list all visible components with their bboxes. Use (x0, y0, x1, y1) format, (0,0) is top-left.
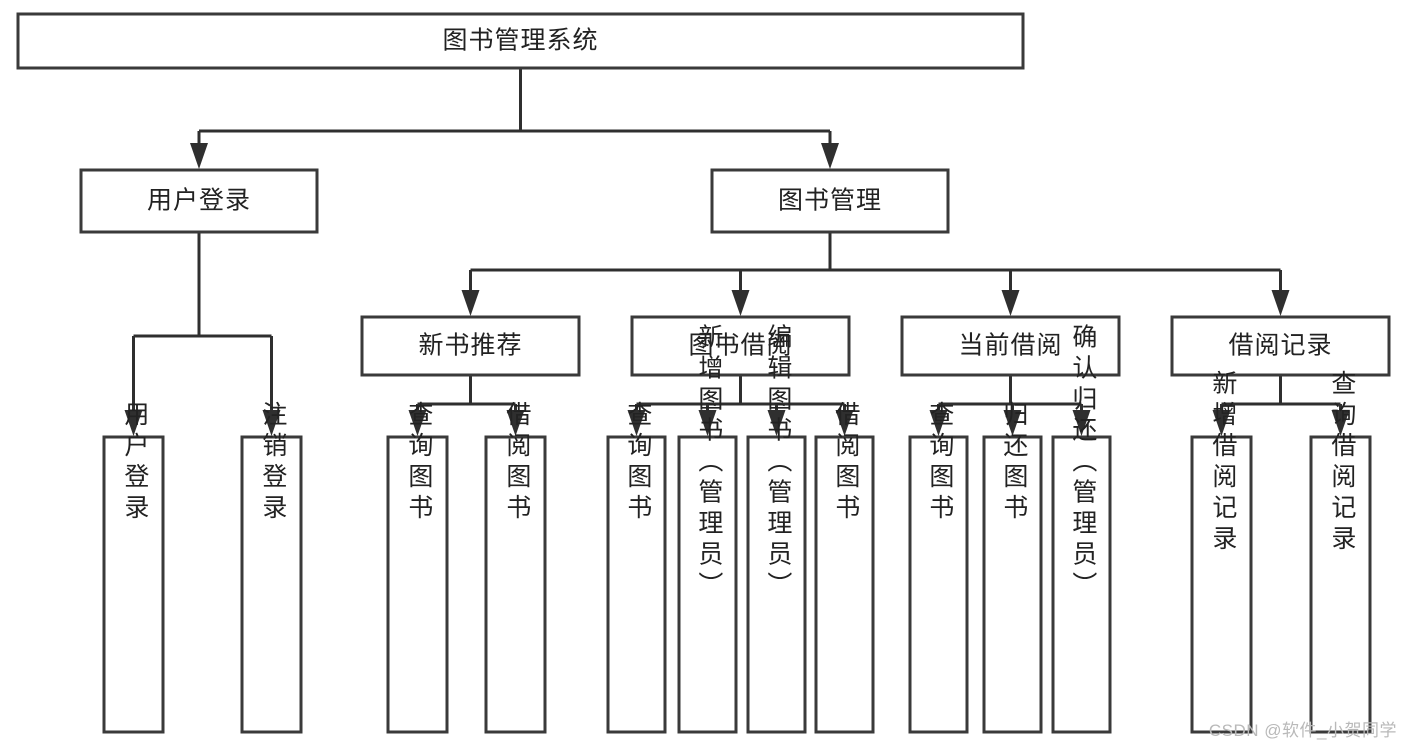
node-leaf-user-login[interactable]: 用户登录 (102, 401, 165, 734)
connector-group-root (190, 68, 839, 169)
arrow-head-icon (821, 143, 839, 169)
node-leaf-query-book-1[interactable]: 查询图书 (386, 401, 449, 734)
node-label-user-login: 用户登录 (147, 187, 251, 215)
node-label-leaf-query-book-3: 查询图书 (926, 401, 955, 525)
arrow-head-icon (698, 410, 717, 436)
arrow-head-icon (408, 410, 427, 436)
arrow-head-icon (1331, 410, 1350, 436)
node-label-leaf-borrow-book-2: 借阅图书 (832, 401, 861, 525)
arrow-head-icon (1072, 410, 1091, 436)
node-root[interactable]: 图书管理系统 (16, 12, 1025, 70)
node-box-leaf-query-book-2[interactable] (606, 435, 667, 734)
node-box-leaf-return-book[interactable] (982, 435, 1043, 734)
node-leaf-borrow-book-2[interactable]: 借阅图书 (814, 401, 875, 734)
arrow-head-icon (461, 290, 480, 316)
arrow-head-icon (731, 290, 750, 316)
node-label-borrow-record: 借阅记录 (1228, 332, 1332, 360)
node-box-new-book-rec[interactable] (360, 315, 581, 377)
node-label-leaf-return-book: 归还图书 (1000, 401, 1029, 525)
node-label-leaf-edit-book: 编辑图书（管理员） (764, 324, 793, 603)
node-box-current-borrow[interactable] (900, 315, 1121, 377)
node-leaf-query-record[interactable]: 查询借阅记录 (1309, 370, 1372, 734)
arrow-head-icon (767, 410, 786, 436)
node-label-leaf-confirm-return: 确认归还（管理员） (1069, 324, 1098, 603)
node-box-leaf-query-record[interactable] (1309, 435, 1372, 734)
node-leaf-query-book-2[interactable]: 查询图书 (606, 401, 667, 734)
node-box-root[interactable] (16, 12, 1025, 70)
node-label-current-borrow: 当前借阅 (958, 332, 1062, 360)
node-label-book-manage: 图书管理 (778, 187, 882, 215)
node-leaf-add-book[interactable]: 新增图书（管理员） (677, 324, 738, 734)
node-label-leaf-query-book-1: 查询图书 (405, 401, 434, 525)
node-label-root: 图书管理系统 (442, 27, 598, 55)
node-box-book-manage[interactable] (710, 168, 950, 234)
node-layer: 图书管理系统用户登录图书管理新书推荐图书借阅当前借阅借阅记录用户登录注销登录查询… (16, 12, 1391, 734)
node-box-leaf-edit-book[interactable] (746, 435, 807, 734)
node-label-leaf-query-book-2: 查询图书 (624, 401, 653, 525)
arrow-head-icon (262, 410, 281, 436)
node-leaf-add-record[interactable]: 新增借阅记录 (1190, 370, 1253, 734)
node-box-leaf-confirm-return[interactable] (1051, 435, 1112, 734)
node-user-login[interactable]: 用户登录 (79, 168, 319, 234)
arrow-head-icon (124, 410, 143, 436)
arrow-head-icon (1271, 290, 1290, 316)
connector-group-user-login (124, 232, 281, 436)
node-label-leaf-add-record: 新增借阅记录 (1209, 370, 1238, 556)
arrow-head-icon (1003, 410, 1022, 436)
node-leaf-query-book-3[interactable]: 查询图书 (908, 401, 969, 734)
arrow-head-icon (627, 410, 646, 436)
node-new-book-rec[interactable]: 新书推荐 (360, 315, 581, 377)
node-label-new-book-rec: 新书推荐 (418, 332, 522, 360)
watermark-label: CSDN @软件_小贺同学 (1208, 721, 1397, 740)
node-box-leaf-add-book[interactable] (677, 435, 738, 734)
connector-group-book-borrow (627, 375, 854, 436)
arrow-head-icon (1212, 410, 1231, 436)
connector-group-book-manage (461, 232, 1290, 316)
connector-group-new-book-rec (408, 375, 525, 436)
node-leaf-borrow-book-1[interactable]: 借阅图书 (484, 401, 547, 734)
node-box-borrow-record[interactable] (1170, 315, 1391, 377)
node-box-leaf-query-book-1[interactable] (386, 435, 449, 734)
node-label-leaf-user-login: 用户登录 (121, 401, 150, 525)
node-book-manage[interactable]: 图书管理 (710, 168, 950, 234)
node-borrow-record[interactable]: 借阅记录 (1170, 315, 1391, 377)
node-leaf-logout[interactable]: 注销登录 (240, 401, 303, 734)
connector-group-borrow-record (1212, 375, 1350, 436)
node-label-leaf-logout: 注销登录 (259, 401, 288, 525)
arrow-head-icon (929, 410, 948, 436)
node-leaf-edit-book[interactable]: 编辑图书（管理员） (746, 324, 807, 734)
connector-layer (124, 68, 1350, 436)
node-box-leaf-user-login[interactable] (102, 435, 165, 734)
node-box-leaf-borrow-book-1[interactable] (484, 435, 547, 734)
connector-group-current-borrow (929, 375, 1091, 436)
node-box-leaf-logout[interactable] (240, 435, 303, 734)
arrow-head-icon (190, 143, 208, 169)
arrow-head-icon (835, 410, 854, 436)
node-box-leaf-borrow-book-2[interactable] (814, 435, 875, 734)
node-box-book-borrow[interactable] (630, 315, 851, 377)
node-box-leaf-query-book-3[interactable] (908, 435, 969, 734)
node-leaf-confirm-return[interactable]: 确认归还（管理员） (1051, 324, 1112, 734)
node-book-borrow[interactable]: 图书借阅 (630, 315, 851, 377)
node-label-leaf-borrow-book-1: 借阅图书 (503, 401, 532, 525)
node-label-book-borrow: 图书借阅 (688, 332, 792, 360)
node-box-user-login[interactable] (79, 168, 319, 234)
arrow-head-icon (506, 410, 525, 436)
node-current-borrow[interactable]: 当前借阅 (900, 315, 1121, 377)
node-leaf-return-book[interactable]: 归还图书 (982, 401, 1043, 734)
node-box-leaf-add-record[interactable] (1190, 435, 1253, 734)
arrow-head-icon (1001, 290, 1020, 316)
node-label-leaf-query-record: 查询借阅记录 (1328, 370, 1357, 556)
node-label-leaf-add-book: 新增图书（管理员） (695, 324, 724, 603)
